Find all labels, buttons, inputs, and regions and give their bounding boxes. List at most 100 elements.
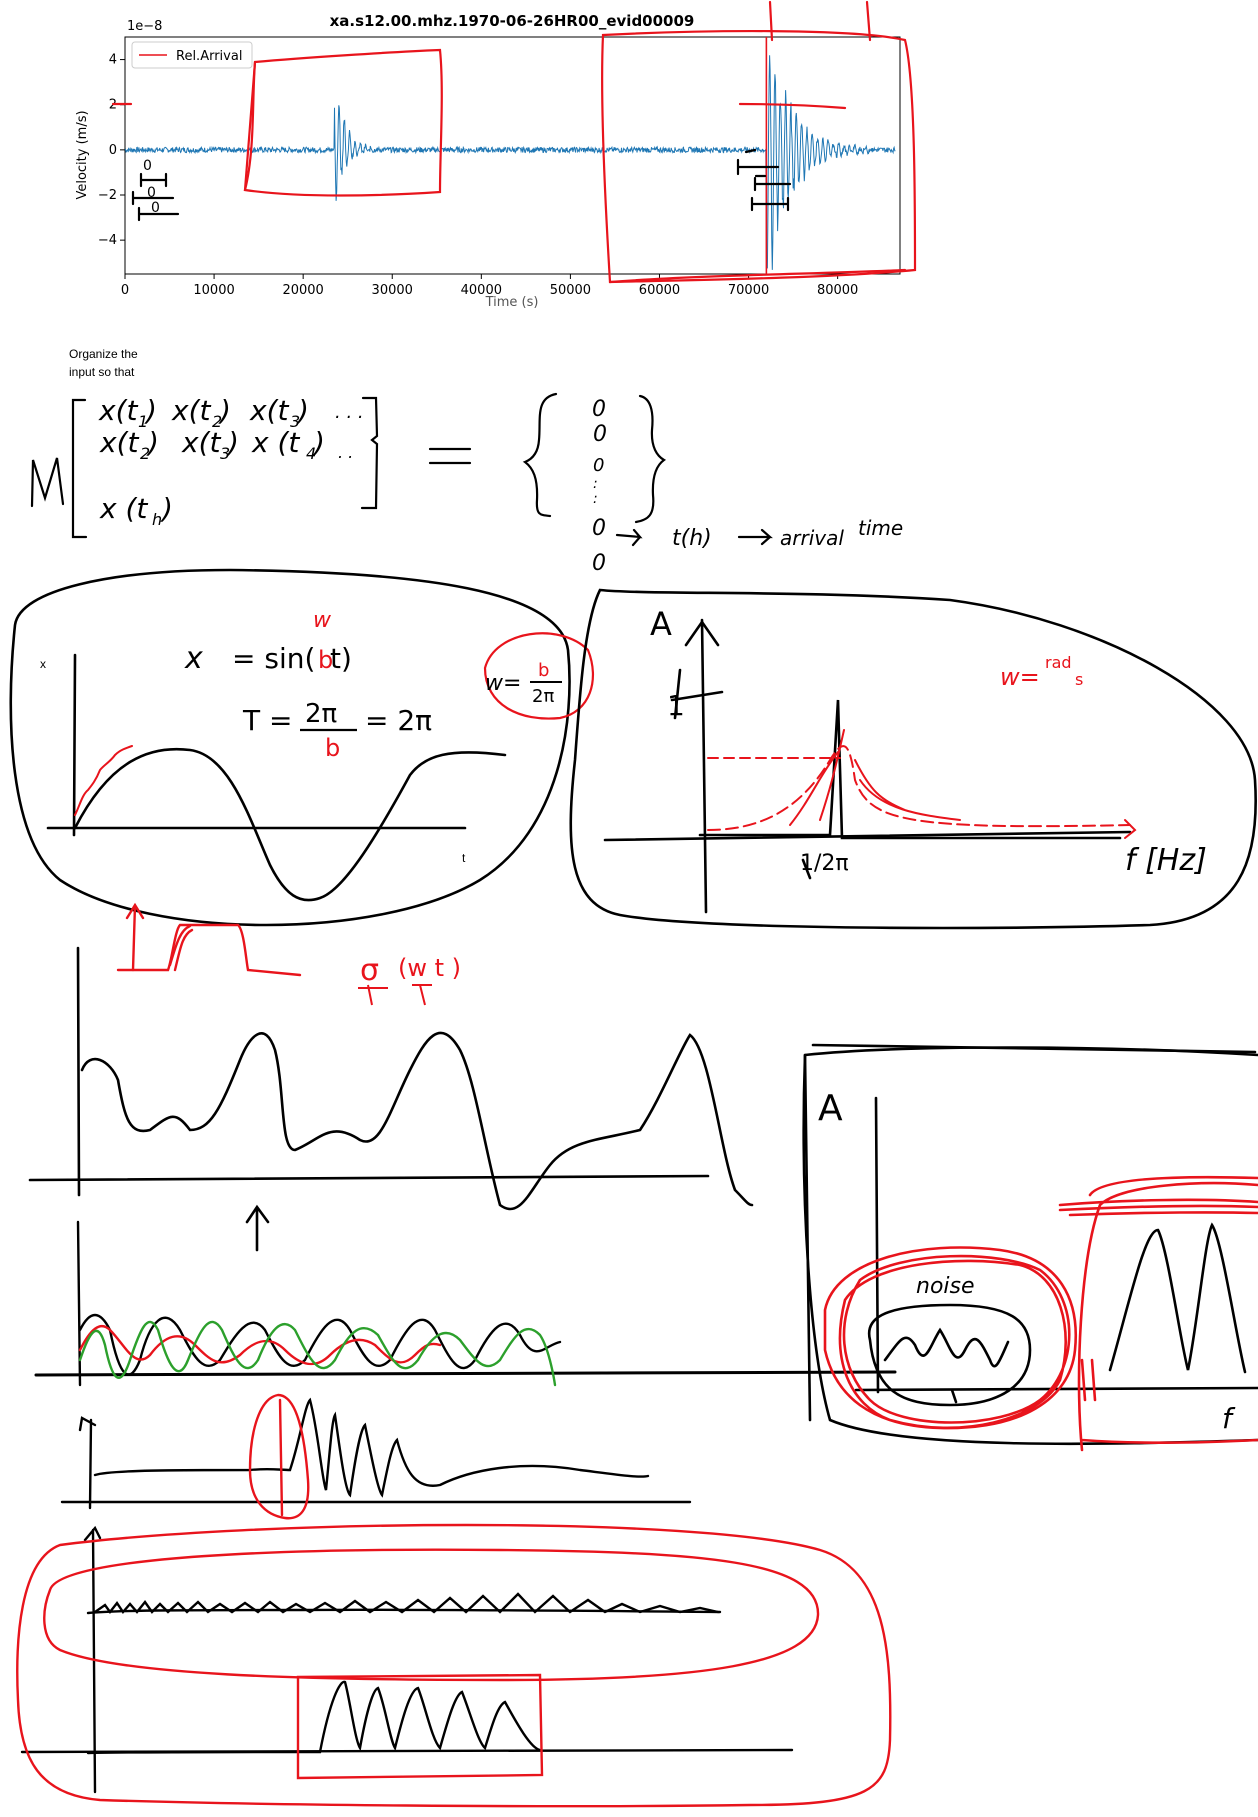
x-axis-label: Time (s): [485, 295, 539, 310]
axis-x-small: x: [40, 657, 46, 671]
svg-text:0: 0: [593, 422, 607, 447]
svg-text:): ): [218, 394, 231, 427]
svg-text:(w t ): (w t ): [398, 954, 461, 982]
matrix-equation: [30, 392, 773, 547]
arrival-sketch: [60, 1397, 692, 1510]
red-box-first-event: [243, 48, 443, 197]
x-tick-label: 80000: [817, 283, 858, 298]
green-wave: [78, 1321, 557, 1387]
plot-frame: [124, 36, 901, 275]
arrival-arrow: [615, 528, 643, 547]
svg-text:0: 0: [151, 200, 160, 216]
svg-text:. . .: . . .: [335, 402, 364, 423]
left-brace-zeros: [522, 392, 558, 518]
x-tick-label: 30000: [372, 283, 413, 298]
oval-outline-right: [569, 588, 1257, 930]
svg-text:): ): [146, 426, 159, 459]
red-mark-top-right: [865, 0, 872, 42]
inner-red-enclosure: [43, 1548, 820, 1682]
svg-text:x(t: x(t: [99, 426, 139, 459]
svg-text:): ): [144, 394, 157, 427]
event-red-box: [296, 1673, 544, 1780]
svg-text:0: 0: [147, 185, 156, 201]
y-tick-label: −2: [98, 188, 117, 203]
spectrum-box-sketch: [802, 1043, 1258, 1446]
svg-text:3: 3: [220, 444, 230, 463]
left-bracket: [71, 398, 88, 539]
omega-note-red: w= b 2π: [483, 632, 595, 720]
svg-text:): ): [312, 426, 325, 459]
svg-text:s: s: [1075, 670, 1083, 689]
handwritten-M: [30, 457, 65, 508]
svg-text:w=: w=: [1000, 663, 1040, 691]
svg-text:x (t: x (t: [99, 492, 148, 525]
svg-text:2: 2: [212, 412, 222, 431]
red-ripple-on-sine: [74, 745, 133, 816]
spectrum-x-axis: [603, 830, 1132, 842]
peak-red-enclosure: [1077, 1181, 1258, 1452]
spectrum-sketch: [569, 588, 1257, 930]
svg-text:b: b: [318, 646, 333, 674]
svg-text:2π: 2π: [532, 686, 554, 707]
spectrum-labels: A 1 1/2π f [Hz] w= rad s: [650, 605, 1207, 878]
svg-text:h: h: [152, 510, 162, 529]
svg-text:x: x: [184, 641, 203, 676]
y-exponent-label: 1e−8: [127, 19, 162, 34]
organize-note-line2: input so that: [69, 365, 135, 379]
spectrum-box-labels: A noise f: [818, 1088, 1236, 1435]
noise-bump-outline: [867, 1303, 1032, 1407]
y-axis-line: [72, 653, 77, 837]
equals-sign: [428, 447, 472, 465]
combined-wave-sketch: [28, 946, 754, 1252]
svg-text:t): t): [330, 642, 352, 675]
legend: Rel.Arrival: [131, 41, 253, 69]
svg-text:3: 3: [290, 412, 300, 431]
seismogram-annotations: [111, 0, 917, 284]
svg-text:4: 4: [306, 444, 316, 463]
noise-bump-trace: [883, 1327, 1010, 1368]
spectrum-red: [707, 729, 1137, 839]
spectrum-y-axis: [700, 618, 708, 914]
svg-text:A: A: [650, 605, 672, 643]
x-tick-label: 0: [121, 283, 129, 298]
svg-text::: :: [593, 491, 598, 507]
svg-text:): ): [226, 426, 239, 459]
red-box-first-event-tick: [243, 60, 257, 192]
noise-red-circles: [823, 1246, 1078, 1430]
svg-text:. .: . .: [338, 443, 353, 462]
arrival-arrow-2: [737, 528, 773, 546]
tick-one: [670, 668, 724, 720]
sine-formula: x = sin( t) b w T = 2π b = 2π: [184, 608, 432, 762]
sigma-note: σ (w t ): [358, 953, 461, 1006]
svg-text:x(t: x(t: [98, 394, 138, 427]
y-tick-label: −4: [98, 233, 117, 248]
svg-text:0: 0: [143, 158, 152, 174]
superposition-sketch: [34, 1220, 897, 1387]
right-brace-zeros: [634, 394, 667, 524]
svg-text:f [Hz]: f [Hz]: [1125, 843, 1207, 878]
svg-text:w: w: [313, 608, 332, 633]
svg-text:rad: rad: [1045, 653, 1072, 672]
noisy-trace: [93, 1592, 720, 1615]
oval-outline-left: [9, 568, 571, 927]
tick-half-pi: [801, 858, 812, 880]
svg-text:x(t: x(t: [249, 394, 289, 427]
svg-text:time: time: [858, 516, 903, 540]
svg-text:): ): [160, 492, 173, 525]
svg-text:2: 2: [140, 444, 150, 463]
waveform-trace: [124, 55, 896, 270]
x-tick-label: 60000: [639, 283, 680, 298]
spectrum-arrow-up: [684, 619, 720, 647]
y-axis-label: Velocity (m/s): [75, 110, 90, 199]
noise-red: [16, 1523, 892, 1808]
window-bars: 0 0 0: [131, 148, 792, 222]
twin-peaks: [1108, 1222, 1247, 1374]
red-mark-top-left: [768, 0, 774, 42]
svg-text:noise: noise: [916, 1274, 975, 1299]
plot-title: xa.s12.00.mhz.1970-06-26HR00_evid00009: [330, 12, 695, 30]
svg-text:0: 0: [592, 516, 606, 541]
svg-text:x (t: x (t: [251, 426, 300, 459]
sine-curve: [73, 747, 507, 902]
